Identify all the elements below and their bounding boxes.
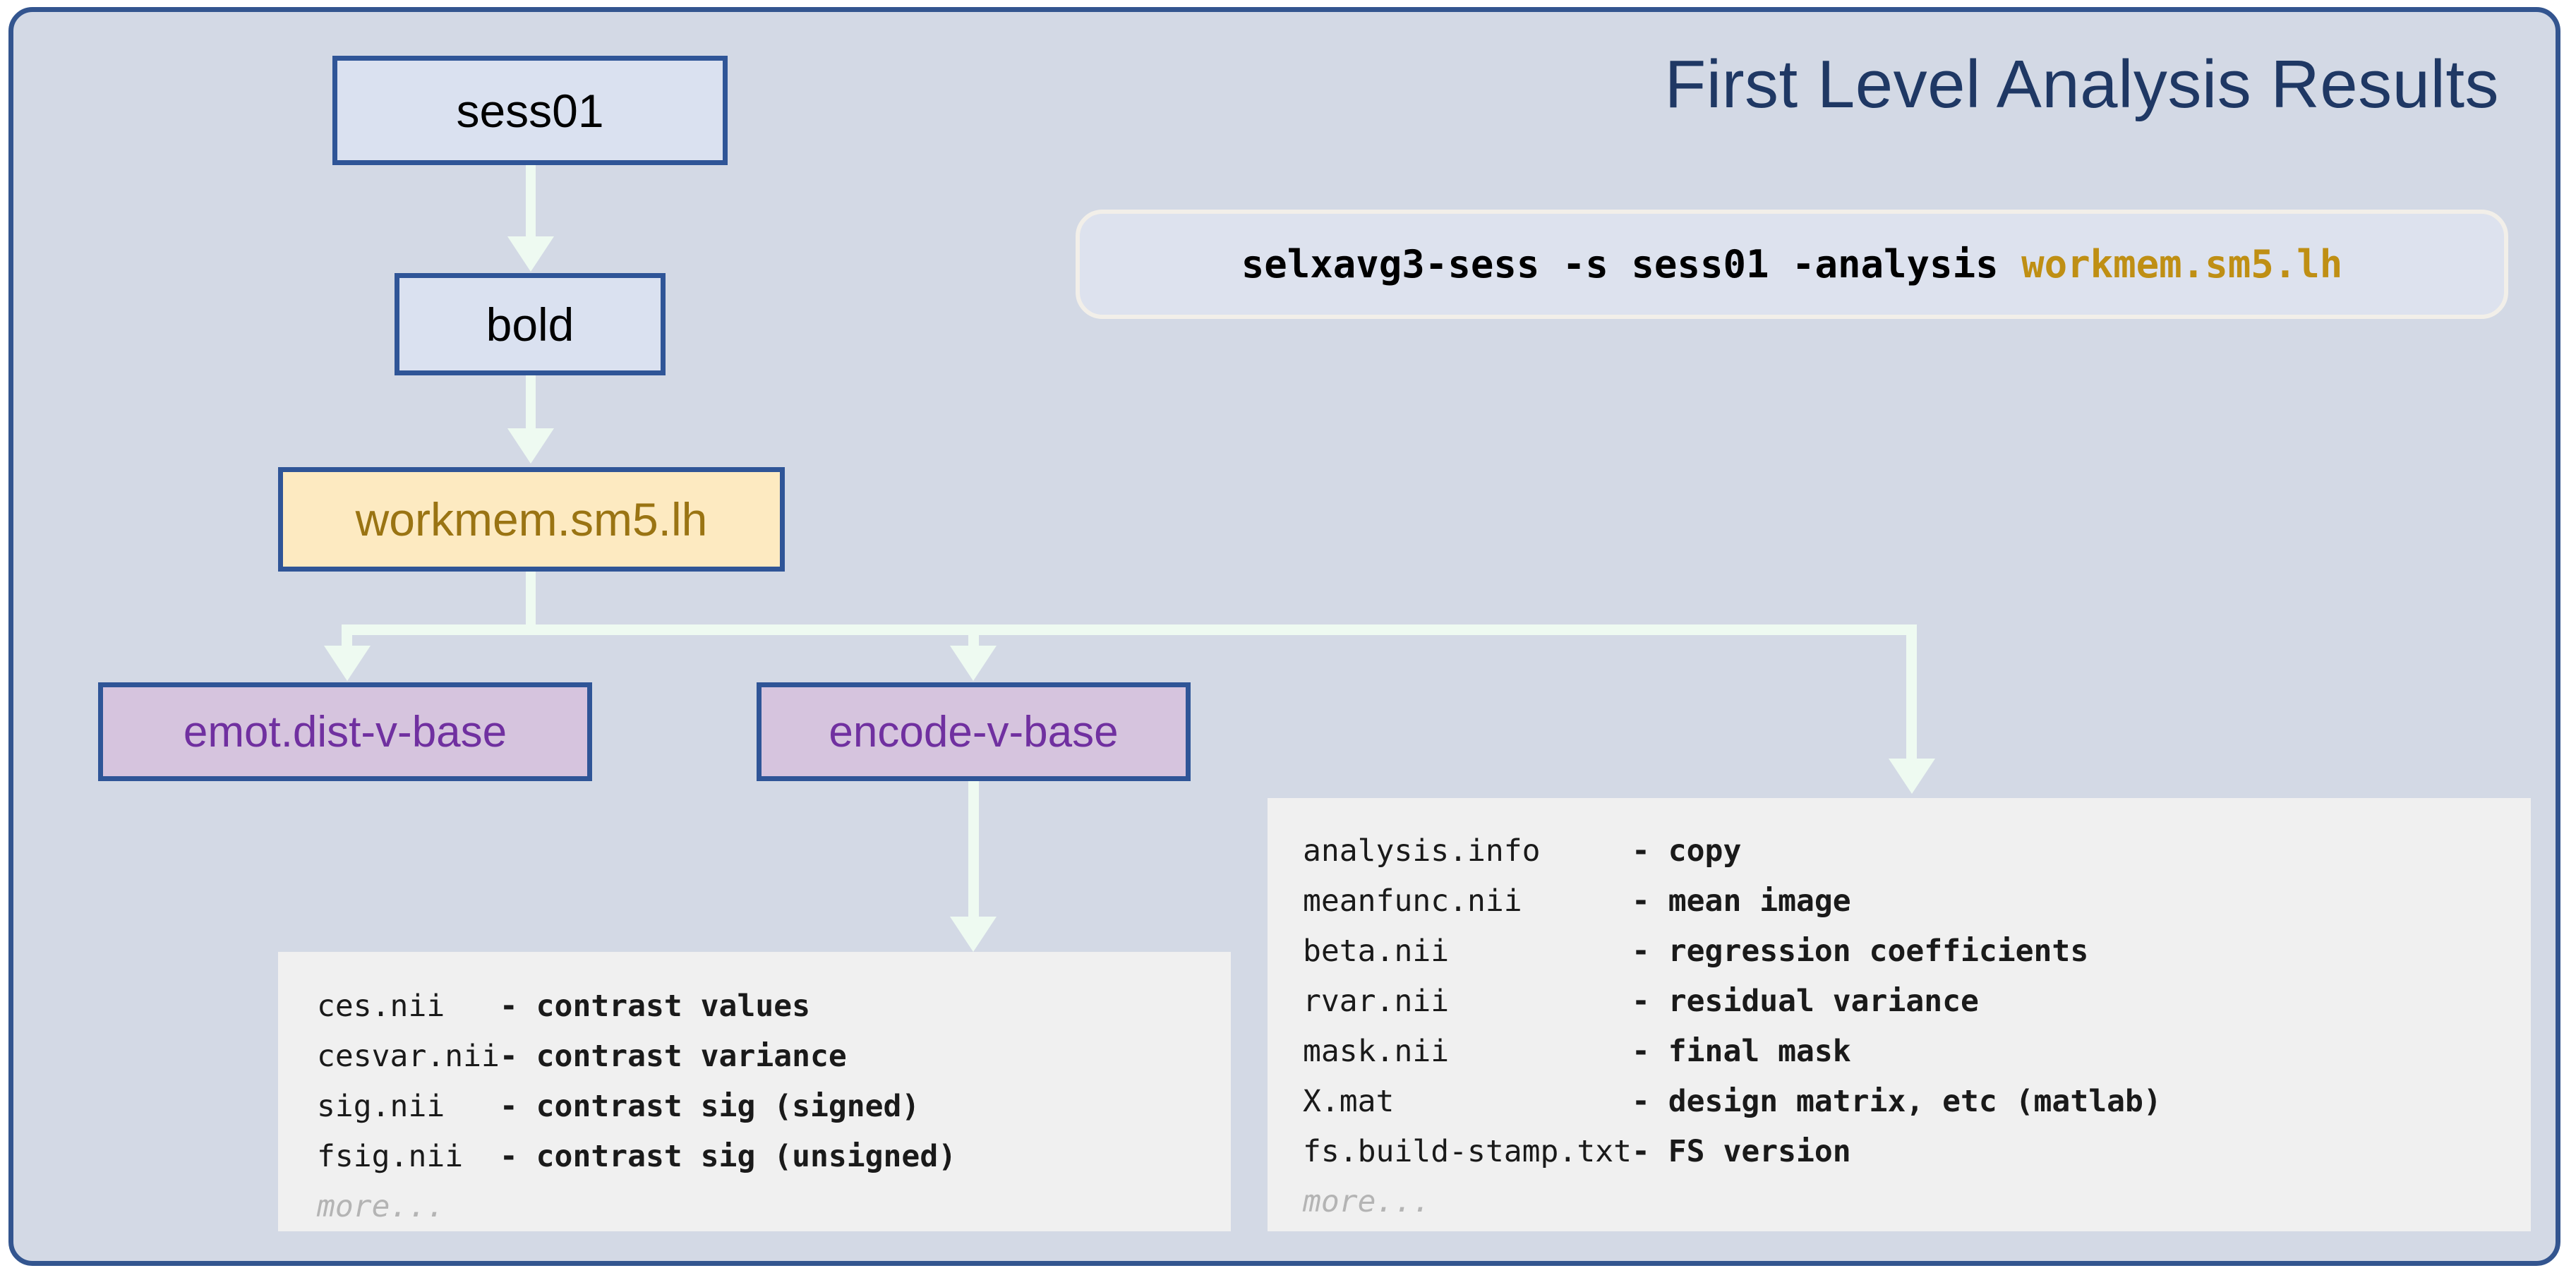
node-workmem[interactable]: workmem.sm5.lh: [278, 467, 785, 572]
more-label: more...: [1303, 1184, 1431, 1219]
file-name: ces.nii: [317, 989, 500, 1024]
command-text: selxavg3-sess -s sess01 -analysis workme…: [1241, 242, 2343, 286]
file-sep: -: [1632, 833, 1668, 869]
file-name: X.mat: [1303, 1084, 1632, 1119]
file-desc: contrast values: [536, 989, 810, 1024]
list-item: mask.nii - final mask: [1303, 1027, 2531, 1077]
file-desc: regression coefficients: [1668, 934, 2089, 969]
panel-analysis-outputs: analysis.info - copy meanfunc.nii - mean…: [1268, 798, 2531, 1231]
node-bold[interactable]: bold: [395, 273, 666, 375]
file-sep: -: [1632, 984, 1668, 1019]
file-desc: FS version: [1668, 1134, 1851, 1169]
command-highlight: workmem.sm5.lh: [2021, 242, 2343, 286]
file-desc: contrast sig (unsigned): [536, 1139, 957, 1174]
page-title: First Level Analysis Results: [1664, 47, 2499, 122]
file-name: mask.nii: [1303, 1034, 1632, 1069]
file-sep: -: [499, 1089, 536, 1124]
list-item: cesvar.nii- contrast variance: [317, 1032, 1231, 1082]
file-desc: contrast sig (signed): [536, 1089, 920, 1124]
panel-contrast-outputs: ces.nii - contrast values cesvar.nii- co…: [278, 952, 1231, 1231]
file-sep: -: [499, 1139, 536, 1174]
connector-bus-to-right-panel: [1906, 624, 1917, 769]
list-item: fs.build-stamp.txt- FS version: [1303, 1127, 2531, 1177]
connector-bold-to-workmem: [526, 375, 536, 430]
list-item: sig.nii - contrast sig (signed): [317, 1082, 1231, 1132]
arrowhead-emot-icon: [324, 646, 371, 681]
file-desc: contrast variance: [536, 1039, 847, 1074]
file-name: cesvar.nii: [317, 1039, 500, 1074]
connector-sess01-to-bold: [526, 165, 536, 239]
connector-encode-to-left-panel: [968, 781, 979, 933]
file-name: meanfunc.nii: [1303, 883, 1632, 919]
node-encode-v-base[interactable]: encode-v-base: [757, 682, 1191, 781]
list-item: X.mat - design matrix, etc (matlab): [1303, 1077, 2531, 1127]
list-item: fsig.nii - contrast sig (unsigned): [317, 1132, 1231, 1182]
list-item: beta.nii - regression coefficients: [1303, 926, 2531, 977]
file-desc: residual variance: [1668, 984, 1979, 1019]
file-name: beta.nii: [1303, 934, 1632, 969]
file-sep: -: [499, 989, 536, 1024]
connector-workmem-to-bus: [526, 572, 536, 629]
file-name: sig.nii: [317, 1089, 500, 1124]
list-item: rvar.nii - residual variance: [1303, 977, 2531, 1027]
file-desc: final mask: [1668, 1034, 1851, 1069]
arrowhead-left-panel-icon: [950, 917, 997, 952]
more-label: more...: [317, 1189, 445, 1224]
file-sep: -: [499, 1039, 536, 1074]
file-desc: copy: [1668, 833, 1742, 869]
file-sep: -: [1632, 1034, 1668, 1069]
file-name: rvar.nii: [1303, 984, 1632, 1019]
command-bar: selxavg3-sess -s sess01 -analysis workme…: [1076, 210, 2508, 319]
file-sep: -: [1632, 1084, 1668, 1119]
file-sep: -: [1632, 1134, 1668, 1169]
list-item: ces.nii - contrast values: [317, 982, 1231, 1032]
node-emot-dist-v-base[interactable]: emot.dist-v-base: [98, 682, 592, 781]
connector-horizontal-bus: [342, 624, 1917, 635]
arrowhead-workmem-icon: [507, 428, 554, 464]
node-sess01[interactable]: sess01: [332, 56, 728, 165]
diagram-canvas: First Level Analysis Results selxavg3-se…: [8, 7, 2560, 1266]
arrowhead-encode-icon: [950, 646, 997, 681]
file-sep: -: [1632, 883, 1668, 919]
file-name: analysis.info: [1303, 833, 1632, 869]
file-desc: mean image: [1668, 883, 1851, 919]
list-item: meanfunc.nii - mean image: [1303, 876, 2531, 926]
file-name: fs.build-stamp.txt: [1303, 1134, 1632, 1169]
file-sep: -: [1632, 934, 1668, 969]
file-desc: design matrix, etc (matlab): [1668, 1084, 2162, 1119]
list-item: analysis.info - copy: [1303, 826, 2531, 876]
arrowhead-right-panel-icon: [1889, 759, 1935, 794]
file-name: fsig.nii: [317, 1139, 500, 1174]
arrowhead-bold-icon: [507, 236, 554, 272]
command-prefix: selxavg3-sess -s sess01 -analysis: [1241, 242, 2022, 286]
